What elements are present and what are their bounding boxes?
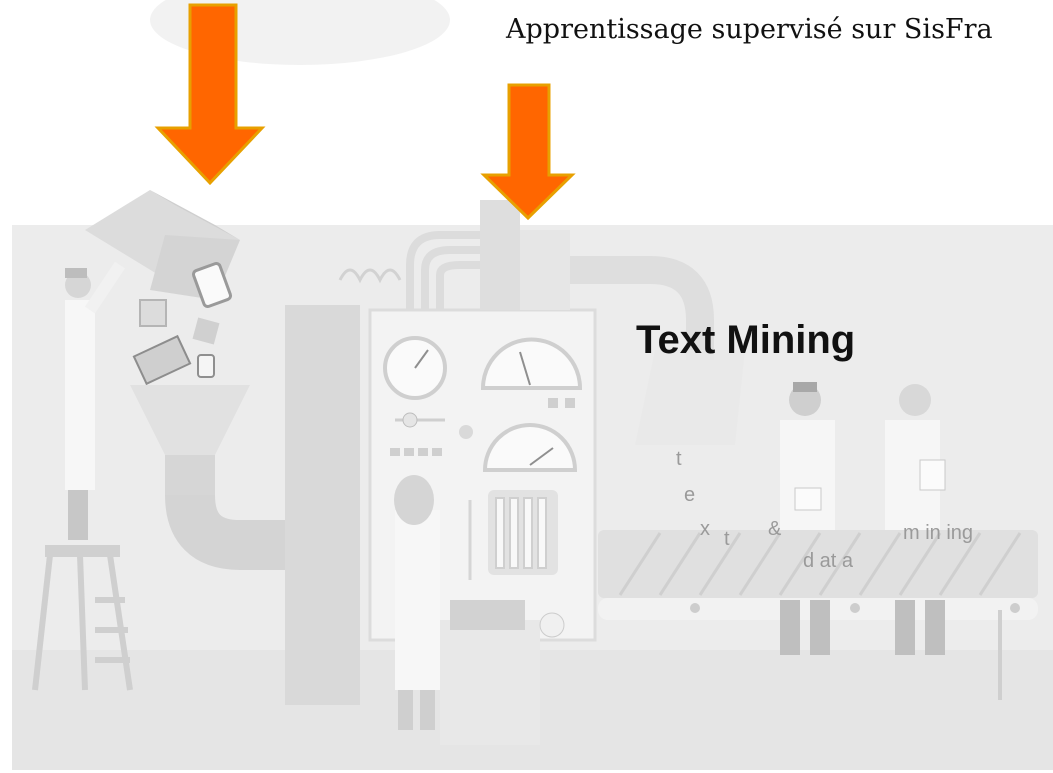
top-pipes bbox=[406, 231, 480, 310]
scientist-machine bbox=[394, 475, 440, 730]
scientist-woman bbox=[885, 384, 946, 655]
belt-letter-t2: t bbox=[724, 528, 730, 550]
belt-letter-e: e bbox=[684, 484, 696, 506]
belt-ampersand: & bbox=[768, 518, 782, 540]
control-box bbox=[440, 600, 565, 745]
machine-column bbox=[285, 305, 360, 705]
ladder bbox=[32, 554, 133, 691]
belt-letter-t: t bbox=[676, 448, 682, 470]
belt-letter-x: x bbox=[700, 518, 710, 540]
belt-word-mining: m in ing bbox=[903, 522, 974, 544]
text-mining-label: Text Mining bbox=[636, 318, 856, 362]
pouring-box bbox=[85, 190, 240, 386]
belt-word-data: d at a bbox=[803, 550, 854, 572]
page-title: Apprentissage supervisé sur SisFra bbox=[506, 14, 993, 45]
arrow-center-icon bbox=[480, 83, 576, 221]
scientist-man bbox=[780, 382, 835, 655]
arrow-left-icon bbox=[154, 3, 266, 186]
worker-left bbox=[65, 261, 125, 540]
